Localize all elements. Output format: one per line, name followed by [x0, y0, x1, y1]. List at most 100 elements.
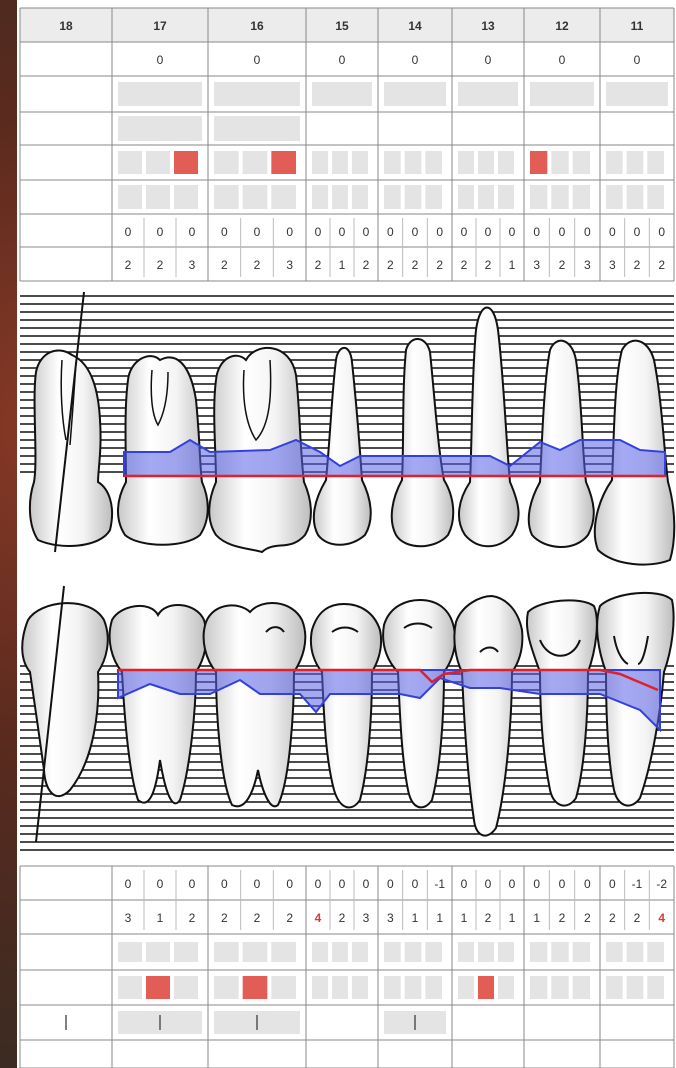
upper-row7-value: 2 [221, 258, 228, 272]
lower-row2-value: 4 [658, 911, 665, 925]
lower-row1-value: 0 [221, 877, 228, 891]
upper-row6-value: 0 [609, 225, 616, 239]
lower-gingival-overlay [117, 668, 661, 733]
lower-row2-value: 2 [485, 911, 492, 925]
lower-site-cell [551, 942, 569, 962]
lower-site-cell [118, 942, 142, 962]
upper-row7-value: 3 [286, 258, 293, 272]
lower-site-cell [530, 976, 548, 999]
lower-site-cell [146, 942, 170, 962]
lower-row1-value: 0 [157, 877, 164, 891]
upper-header-row [20, 8, 674, 42]
lower-row2-value: 2 [254, 911, 261, 925]
upper-row7-value: 3 [584, 258, 591, 272]
lower-row2-value: 2 [634, 911, 641, 925]
upper-site-cell [312, 185, 328, 209]
upper-site-cell [572, 151, 590, 174]
lower-site-cell [332, 976, 348, 999]
upper-row6-value: 0 [412, 225, 419, 239]
upper-row2-cell [458, 82, 518, 106]
upper-row7-value: 2 [254, 258, 261, 272]
lower-site-cell [551, 976, 569, 999]
lower-site-cell [626, 976, 644, 999]
lower-site-cell [626, 942, 644, 962]
lower-row1-value: 0 [533, 877, 540, 891]
lower-site-cell [242, 942, 268, 962]
upper-row6-value: 0 [634, 225, 641, 239]
upper-site-cell [458, 151, 474, 174]
tooth-number-18: 18 [59, 19, 73, 33]
lower-row1-value: 0 [584, 877, 591, 891]
lower-site-cell [530, 942, 548, 962]
lower-teeth [21, 585, 675, 843]
upper-row6-value: 0 [658, 225, 665, 239]
lower-site-cell [271, 942, 296, 962]
lower-site-cell [647, 942, 664, 962]
upper-row6-value: 0 [125, 225, 132, 239]
lower-site-cell [312, 976, 328, 999]
lower-row1-value: -1 [632, 877, 643, 891]
upper-row7-value: 2 [485, 258, 492, 272]
lower-row2-value: 3 [125, 911, 132, 925]
lower-bleeding-mark [146, 976, 170, 999]
upper-site-cell [332, 151, 348, 174]
upper-row7-value: 2 [634, 258, 641, 272]
tooth-42-groove [539, 639, 581, 657]
upper-row6-value: 0 [509, 225, 516, 239]
upper-site-cell [118, 185, 142, 209]
upper-site-cell [425, 151, 442, 174]
upper-site-cell [572, 185, 590, 209]
lower-site-cell [458, 976, 474, 999]
lower-site-cell [404, 976, 422, 999]
upper-bleeding-mark [271, 151, 296, 174]
upper-row6-value: 0 [339, 225, 346, 239]
lower-row2-value: 2 [286, 911, 293, 925]
tooth-17-root-line [150, 369, 169, 427]
lower-gingival-line [118, 668, 659, 692]
lower-site-cell [352, 942, 368, 962]
upper-row1-value: 0 [157, 53, 164, 67]
upper-row3-cell [214, 116, 300, 141]
lower-row2-value: 2 [559, 911, 566, 925]
upper-site-cell [118, 151, 142, 174]
upper-row6-value: 0 [461, 225, 468, 239]
upper-site-cell [242, 151, 268, 174]
upper-row7-value: 2 [412, 258, 419, 272]
lower-row1-value: 0 [509, 877, 516, 891]
lower-row2-value: 1 [412, 911, 419, 925]
lower-site-cell [425, 942, 442, 962]
upper-row2-cell [530, 82, 594, 106]
tooth-48-strike [35, 585, 65, 843]
upper-site-cell [498, 185, 514, 209]
upper-row7-value: 2 [436, 258, 443, 272]
upper-site-cell [404, 185, 422, 209]
lower-site-cell [118, 976, 142, 999]
lower-row2-value: 2 [221, 911, 228, 925]
upper-site-cell [271, 185, 296, 209]
lower-site-cell [404, 942, 422, 962]
upper-row1-value: 0 [339, 53, 346, 67]
tooth-18 [28, 349, 114, 547]
lower-row1-value: 0 [125, 877, 132, 891]
upper-site-cell [478, 185, 494, 209]
upper-site-cell [551, 151, 569, 174]
lower-bleeding-mark [242, 976, 268, 999]
upper-site-cell [214, 151, 239, 174]
upper-row7-value: 2 [157, 258, 164, 272]
tooth-43-groove [479, 646, 499, 653]
lower-table-bg [20, 866, 674, 1068]
upper-row2-cell [312, 82, 372, 106]
upper-row2-cell [214, 82, 300, 106]
upper-row7-value: 2 [461, 258, 468, 272]
upper-site-cell [425, 185, 442, 209]
upper-row6-value: 0 [254, 225, 261, 239]
lower-row2-value: 1 [461, 911, 468, 925]
upper-site-cell [606, 151, 623, 174]
lower-site-cell [384, 976, 401, 999]
lower-site-cell [271, 976, 296, 999]
lower-row1-value: 0 [387, 877, 394, 891]
lower-pocket-band [117, 669, 661, 733]
lower-row2-value: 1 [157, 911, 164, 925]
tooth-18-strike [54, 291, 85, 553]
upper-row6-value: 0 [436, 225, 443, 239]
